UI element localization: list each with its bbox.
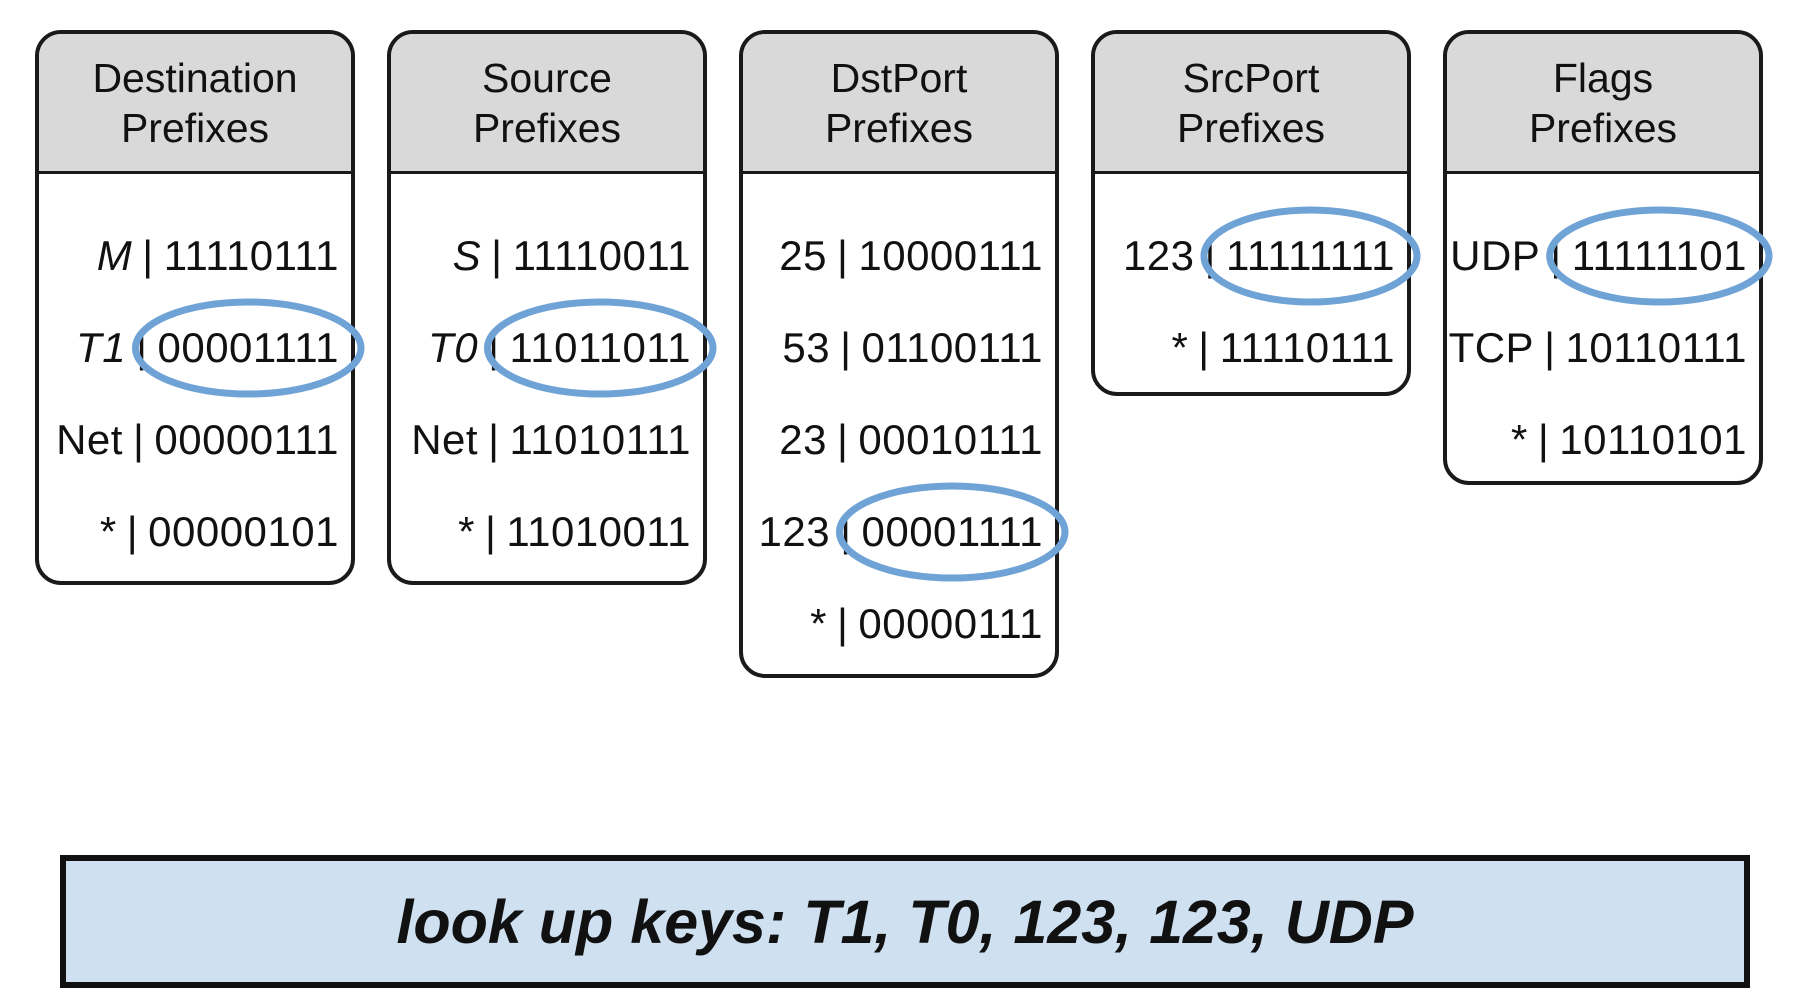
prefix-row: *|00000111 xyxy=(743,578,1055,670)
prefix-row: *|11110111 xyxy=(1095,302,1407,392)
prefix-key: 25 xyxy=(779,232,827,279)
prefix-row: Net|00000111 xyxy=(39,394,351,486)
prefix-key: TCP xyxy=(1448,324,1535,371)
table-header: Destination Prefixes xyxy=(39,34,351,174)
separator: | xyxy=(491,232,503,279)
prefix-row: 53|01100111 xyxy=(743,302,1055,394)
separator: | xyxy=(142,232,154,279)
prefix-row: Net|11010111 xyxy=(391,394,703,486)
bitmap: 11011011 xyxy=(509,324,691,371)
bitmap: 00000111 xyxy=(858,600,1043,647)
header-line-2: Prefixes xyxy=(472,104,622,151)
separator: | xyxy=(836,416,849,463)
bitmap: 11110111 xyxy=(163,232,339,279)
bitmap: 11111101 xyxy=(1571,232,1747,279)
prefix-row: *|10110101 xyxy=(1447,394,1759,481)
table-header: SrcPort Prefixes xyxy=(1095,34,1407,174)
separator: | xyxy=(484,508,497,555)
separator: | xyxy=(136,324,148,371)
separator: | xyxy=(840,324,852,371)
separator: | xyxy=(1204,232,1216,279)
separator: | xyxy=(840,508,852,555)
bitmap: 11010111 xyxy=(509,416,691,463)
bitmap: 10110111 xyxy=(1565,324,1747,371)
prefix-row: TCP|10110111 xyxy=(1447,302,1759,394)
prefix-key: Net xyxy=(56,416,123,463)
separator: | xyxy=(836,600,849,647)
prefix-key: T0 xyxy=(428,324,479,371)
prefix-key: * xyxy=(1510,416,1528,463)
separator: | xyxy=(836,232,849,279)
bitmap: 00000101 xyxy=(148,508,339,555)
bitmap: 00000111 xyxy=(154,416,339,463)
prefix-row: 123|11111111 xyxy=(1095,210,1407,302)
prefix-key: S xyxy=(452,232,482,279)
prefix-key: T1 xyxy=(76,324,127,371)
header-line-1: Flags xyxy=(1552,54,1654,101)
prefix-row: T1|00001111 xyxy=(39,302,351,394)
bitmap: 11111111 xyxy=(1225,232,1395,279)
bitmap: 01100111 xyxy=(861,324,1043,371)
header-line-2: Prefixes xyxy=(824,104,974,151)
bitmap: 11110111 xyxy=(1219,324,1395,371)
prefix-row: 123|00001111 xyxy=(743,486,1055,578)
prefix-key: 53 xyxy=(782,324,831,371)
header-line-2: Prefixes xyxy=(1176,104,1326,151)
bitmap: 00010111 xyxy=(858,416,1043,463)
separator: | xyxy=(1198,324,1210,371)
header-line-1: Destination xyxy=(92,54,298,101)
header-line-2: Prefixes xyxy=(1528,104,1678,151)
separator: | xyxy=(488,324,500,371)
separator: | xyxy=(132,416,145,463)
bitmap: 11010011 xyxy=(506,508,691,555)
lookup-keys-text: look up keys: T1, T0, 123, 123, UDP xyxy=(396,887,1414,956)
bitmap: 00001111 xyxy=(157,324,339,371)
table-header: Source Prefixes xyxy=(391,34,703,174)
prefix-row: 23|00010111 xyxy=(743,394,1055,486)
header-line-2: Prefixes xyxy=(120,104,270,151)
bitmap: 00001111 xyxy=(861,508,1043,555)
prefix-row: T0|11011011 xyxy=(391,302,703,394)
prefix-key: 123 xyxy=(758,508,831,555)
prefix-row: 25|10000111 xyxy=(743,210,1055,302)
separator: | xyxy=(1544,324,1556,371)
prefix-key: * xyxy=(99,508,117,555)
lookup-keys-box: look up keys: T1, T0, 123, 123, UDP xyxy=(60,855,1750,988)
prefix-row: M|11110111 xyxy=(39,210,351,302)
bitmap: 11110011 xyxy=(512,232,691,279)
bitmap: 10000111 xyxy=(858,232,1043,279)
separator: | xyxy=(488,416,500,463)
bitmap: 10110101 xyxy=(1559,416,1747,463)
prefix-key: 123 xyxy=(1122,232,1195,279)
header-line-1: Source xyxy=(482,54,612,101)
prefix-key: UDP xyxy=(1450,232,1541,279)
separator: | xyxy=(1537,416,1550,463)
prefix-row: *|00000101 xyxy=(39,486,351,578)
separator: | xyxy=(126,508,139,555)
table-header: DstPort Prefixes xyxy=(743,34,1055,174)
prefix-row: S|11110011 xyxy=(391,210,703,302)
header-line-1: DstPort xyxy=(830,54,968,101)
prefix-key: * xyxy=(810,600,827,647)
prefix-key: * xyxy=(458,508,475,555)
prefix-key: Net xyxy=(411,416,479,463)
separator: | xyxy=(1550,232,1562,279)
table-header: Flags Prefixes xyxy=(1447,34,1759,174)
prefix-key: 23 xyxy=(779,416,827,463)
prefix-key: * xyxy=(1171,324,1189,371)
prefix-row: UDP|11111101 xyxy=(1447,210,1759,302)
prefix-key: M xyxy=(96,232,133,279)
srcport-prefixes-table: SrcPort Prefixes 123|11111111*|11110111 xyxy=(1091,30,1411,396)
prefix-row: *|11010011 xyxy=(391,486,703,578)
header-line-1: SrcPort xyxy=(1182,54,1320,101)
